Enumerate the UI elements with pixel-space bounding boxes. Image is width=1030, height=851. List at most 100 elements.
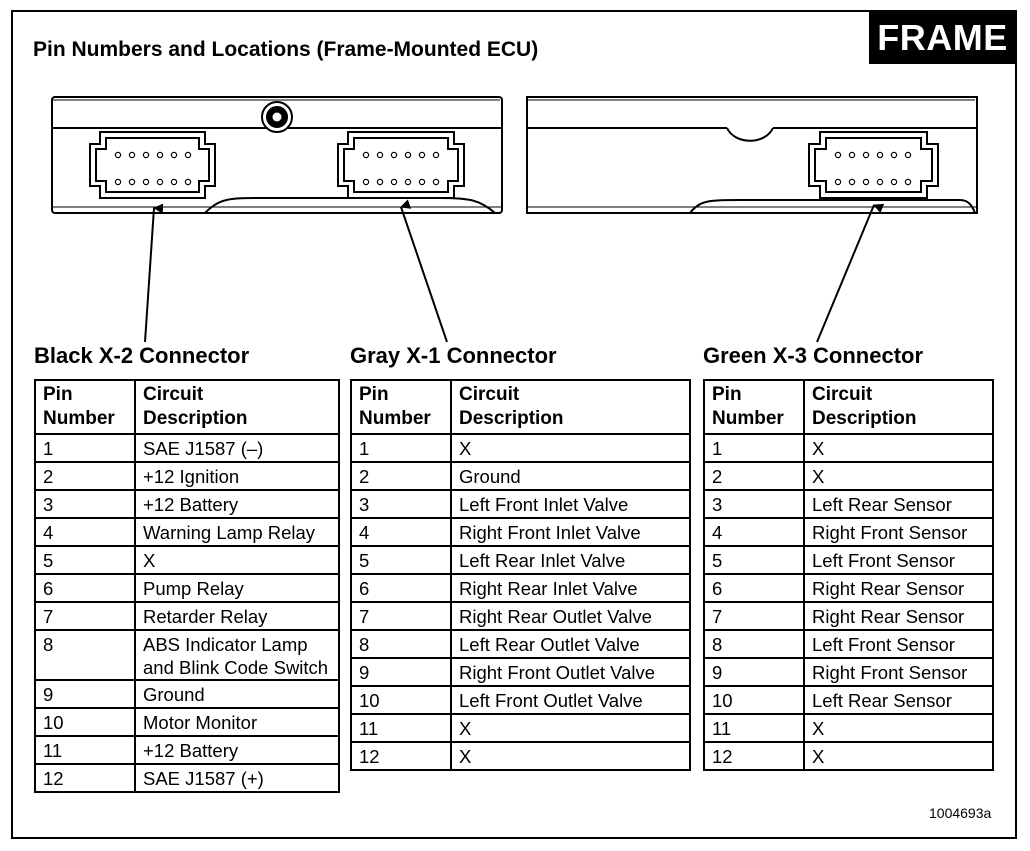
circuit-description-cell: Left Front Sensor [803, 629, 994, 659]
connector-x1-shape [337, 131, 465, 199]
pin-number-cell: 8 [34, 629, 136, 681]
circuit-description-cell: Left Rear Sensor [803, 489, 994, 519]
pin-number-cell: 9 [350, 657, 452, 687]
pin-number-cell: 3 [703, 489, 805, 519]
leader-arrow-x2 [144, 203, 164, 343]
connector-pin-dot [848, 151, 856, 159]
circuit-description-cell: Pump Relay [134, 573, 340, 603]
connector-pin-dot [890, 151, 898, 159]
pin-number-cell: 10 [703, 685, 805, 715]
figure-id: 1004693a [929, 805, 992, 821]
figure-title: Pin Numbers and Locations (Frame-Mounted… [33, 38, 539, 61]
connector-pin-dot [418, 178, 426, 186]
leader-arrow-x3 [816, 203, 885, 343]
figure-frame [11, 10, 1017, 839]
connector-pin-dot [114, 178, 122, 186]
pin-number-cell: 3 [34, 489, 136, 519]
circuit-description-cell: X [450, 433, 691, 463]
connector-pin-dot [390, 178, 398, 186]
circuit-description-cell: +12 Battery [134, 489, 340, 519]
circuit-description-cell: Right Rear Sensor [803, 601, 994, 631]
circuit-description-cell: Right Front Outlet Valve [450, 657, 691, 687]
circuit-description-header: Circuit Description [450, 379, 691, 435]
connector-pin-dot [376, 151, 384, 159]
table-row: 3+12 Battery [34, 489, 340, 519]
connector-pin-dot [890, 178, 898, 186]
pin-number-cell: 7 [34, 601, 136, 631]
pin-number-header: Pin Number [703, 379, 805, 435]
connector-x2-shape [89, 131, 216, 199]
connector-x3-heading: Green X-3 Connector [703, 343, 924, 368]
pin-number-cell: 1 [34, 433, 136, 463]
pin-number-cell: 8 [703, 629, 805, 659]
pin-number-cell: 4 [703, 517, 805, 547]
connector-pin-dot [862, 178, 870, 186]
connector-pin-dot [432, 151, 440, 159]
pin-number-cell: 10 [34, 707, 136, 737]
pin-number-cell: 6 [350, 573, 452, 603]
pin-number-cell: 5 [350, 545, 452, 575]
circuit-description-cell: Right Rear Outlet Valve [450, 601, 691, 631]
pin-number-cell: 1 [350, 433, 452, 463]
pin-number-cell: 6 [34, 573, 136, 603]
pin-number-cell: 2 [350, 461, 452, 491]
circuit-description-cell: X [803, 433, 994, 463]
circuit-description-cell: +12 Ignition [134, 461, 340, 491]
circuit-description-cell: SAE J1587 (–) [134, 433, 340, 463]
connector-pin-dot [432, 178, 440, 186]
circuit-description-cell: Right Rear Inlet Valve [450, 573, 691, 603]
circuit-description-cell: Left Rear Sensor [803, 685, 994, 715]
circuit-description-cell: +12 Battery [134, 735, 340, 765]
pin-number-cell: 4 [34, 517, 136, 547]
pin-number-cell: 11 [350, 713, 452, 743]
pin-number-cell: 2 [703, 461, 805, 491]
pin-number-cell: 12 [350, 741, 452, 771]
connector-pin-dot [404, 151, 412, 159]
connector-pin-dot [876, 151, 884, 159]
circuit-description-cell: Retarder Relay [134, 601, 340, 631]
connector-x2-heading: Black X-2 Connector [34, 343, 250, 368]
circuit-description-header: Circuit Description [803, 379, 994, 435]
connector-pin-dot [114, 151, 122, 159]
connector-pin-dot [904, 178, 912, 186]
mounting-screw [261, 101, 293, 133]
pin-number-cell: 12 [34, 763, 136, 793]
connector-pin-dot [834, 151, 842, 159]
pin-number-cell: 6 [703, 573, 805, 603]
circuit-description-cell: Ground [134, 679, 340, 709]
frame-badge: FRAME [869, 12, 1016, 64]
connector-pin-dot [184, 178, 192, 186]
connector-pin-dot [142, 178, 150, 186]
connector-pin-dot [904, 151, 912, 159]
circuit-description-cell: ABS Indicator Lamp and Blink Code Switch [134, 629, 340, 681]
table-row: 11+12 Battery [34, 735, 340, 765]
